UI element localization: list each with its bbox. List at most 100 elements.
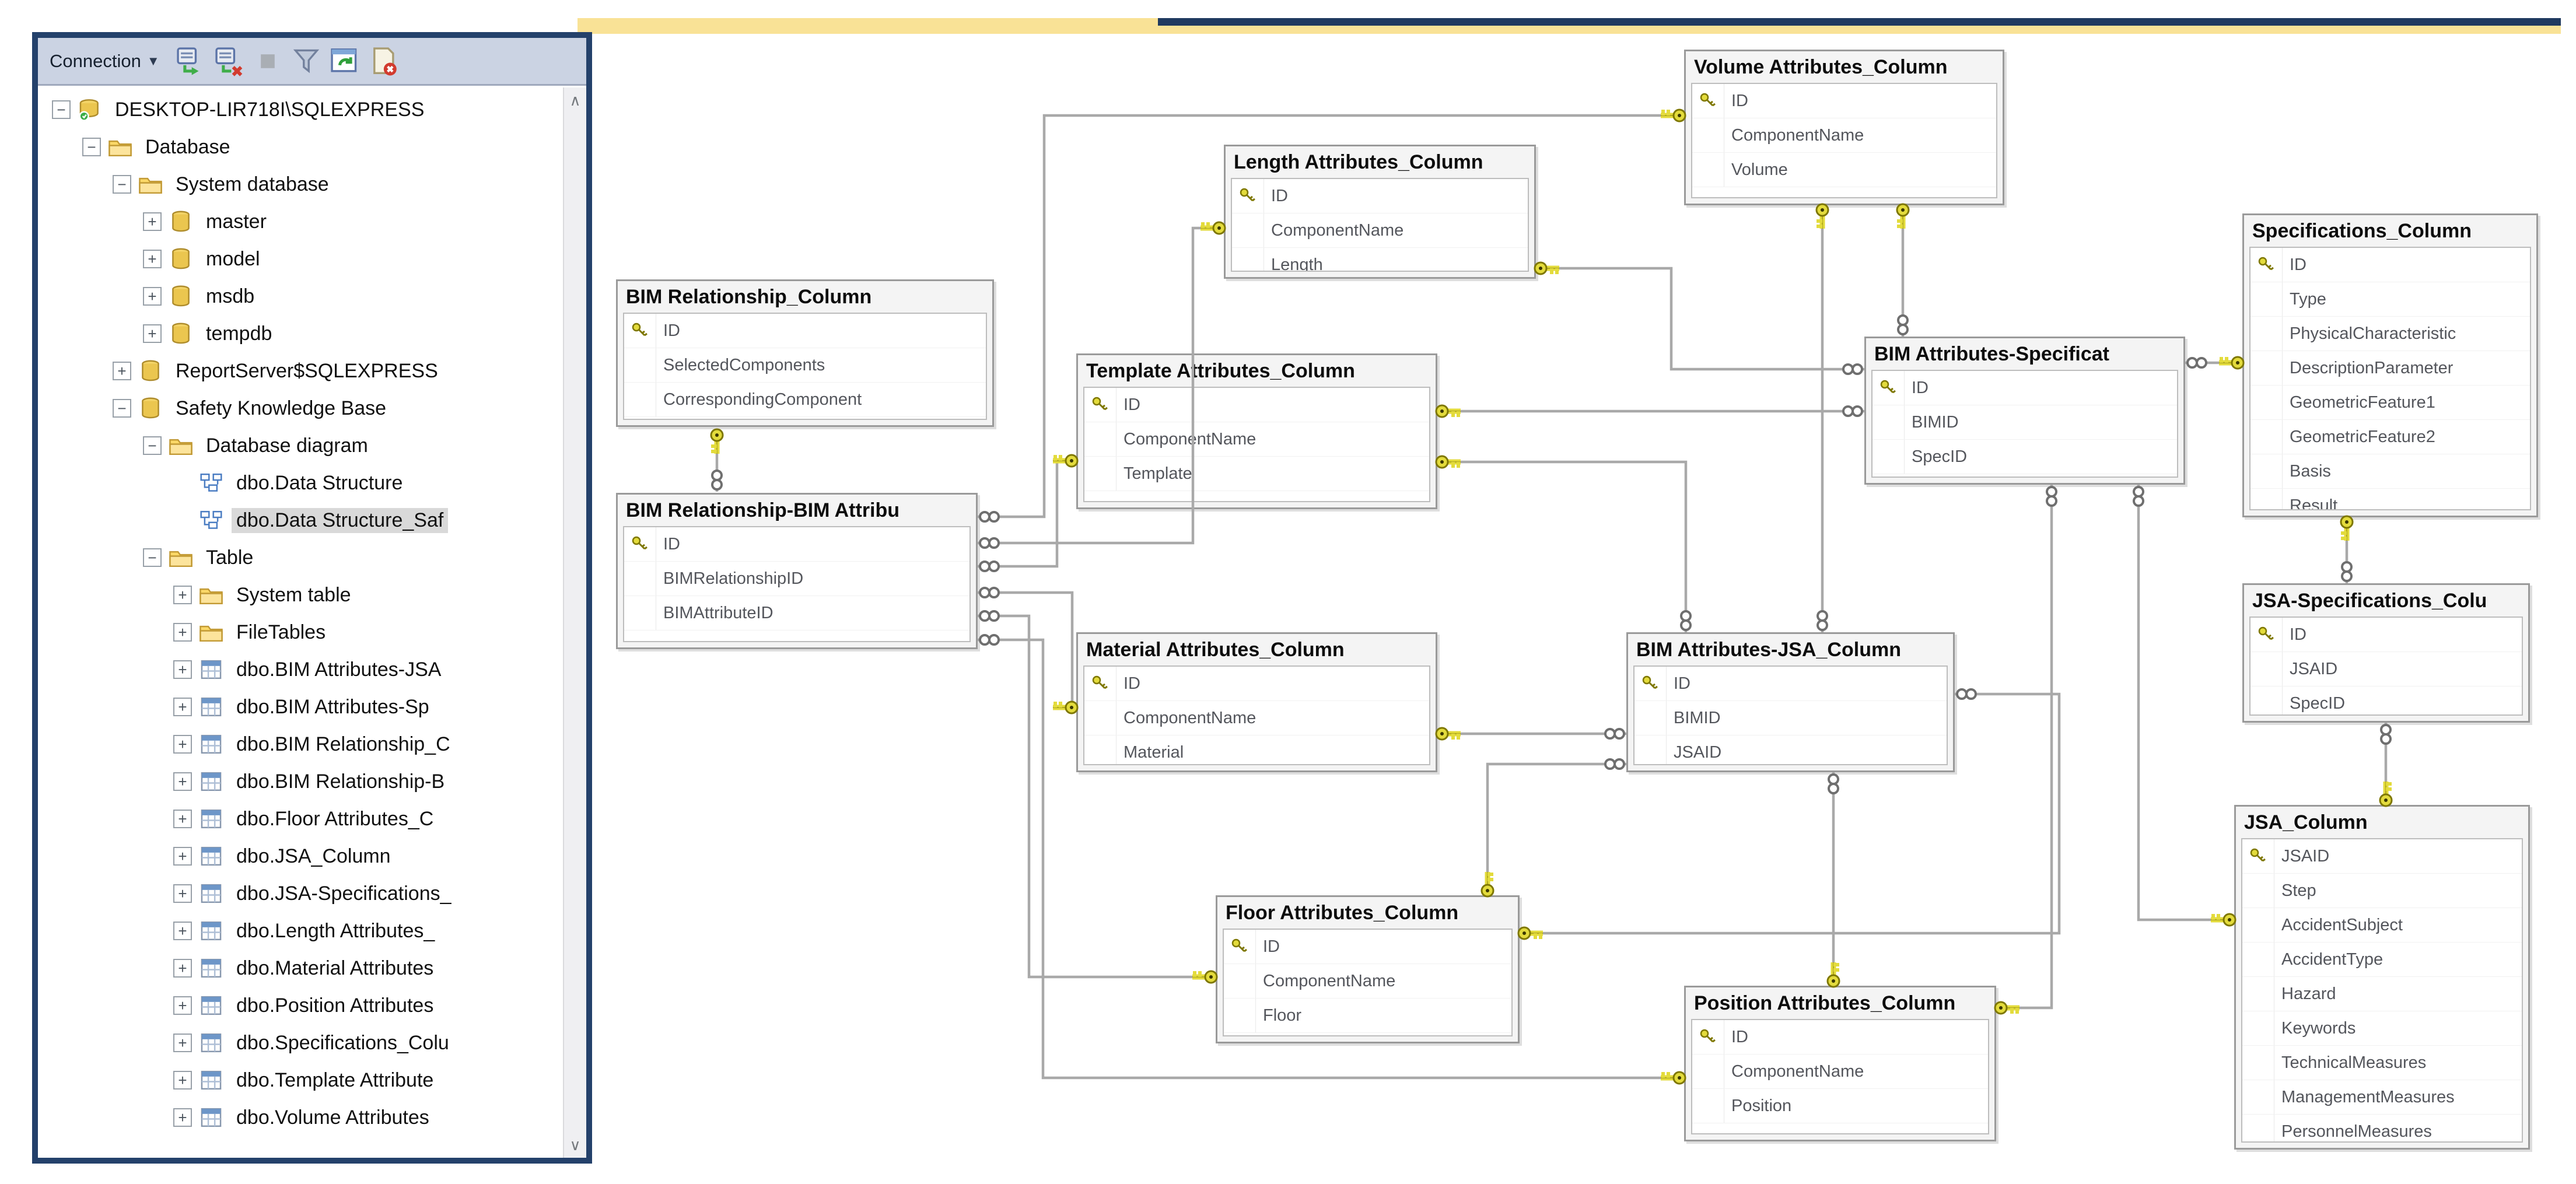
collapse-icon[interactable]: − [82, 138, 101, 156]
primary-key-icon [2250, 248, 2283, 282]
expand-icon[interactable]: + [173, 1071, 192, 1090]
collapse-icon[interactable]: − [143, 436, 162, 455]
tree-item-dbo-data-structure[interactable]: dbo.Data Structure [38, 464, 564, 502]
tree-item-master[interactable]: +master [38, 203, 564, 240]
tree-item-dbo-material-attributes[interactable]: +dbo.Material Attributes [38, 950, 564, 987]
table-field-row: Volume [1692, 153, 1996, 187]
tree-item-dbo-bim-attributes-sp[interactable]: +dbo.BIM Attributes-Sp [38, 688, 564, 726]
collapse-icon[interactable]: − [113, 399, 131, 418]
expand-icon[interactable]: + [173, 1034, 192, 1052]
table-field-row: CorrespondingComponent [624, 383, 986, 417]
tree-item-dbo-bim-relationship-b[interactable]: +dbo.BIM Relationship-B [38, 763, 564, 800]
tree-item-dbo-data-structure-saf[interactable]: dbo.Data Structure_Saf [38, 502, 564, 539]
expand-icon[interactable]: + [173, 660, 192, 679]
table-field-row: SpecID [2250, 686, 2522, 714]
tree-item-dbo-floor-attributes-c[interactable]: + dbo.Floor Attributes_C [38, 800, 564, 838]
tree-item-reportserver-sqlexpress[interactable]: + ReportServer$SQLEXPRESS [38, 352, 564, 390]
tree-item-dbo-bim-attributes-jsa[interactable]: +dbo.BIM Attributes-JSA [38, 651, 564, 688]
tree-item-database-diagram[interactable]: −Database diagram [38, 427, 564, 464]
expand-icon[interactable]: + [173, 884, 192, 903]
tree-item-label: ReportServer$SQLEXPRESS [176, 359, 438, 382]
table-field-row: ComponentName [1084, 701, 1429, 735]
expand-icon[interactable]: + [113, 362, 131, 380]
refresh-icon[interactable] [328, 44, 362, 78]
table-title: Volume Attributes_Column [1694, 56, 1948, 78]
tree-item-filetables[interactable]: +FileTables [38, 614, 564, 651]
expand-icon[interactable]: + [173, 810, 192, 828]
script-icon[interactable] [366, 44, 400, 78]
expand-icon[interactable]: + [143, 212, 162, 231]
expand-icon[interactable]: + [173, 922, 192, 940]
tree-item-table[interactable]: −Table [38, 539, 564, 576]
expand-icon[interactable]: + [173, 735, 192, 754]
expand-icon[interactable]: + [173, 1108, 192, 1127]
expand-icon[interactable]: + [173, 772, 192, 791]
tree-item-dbo-length-attributes-[interactable]: +dbo.Length Attributes_ [38, 912, 564, 950]
tree-item-dbo-position-attributes[interactable]: +dbo.Position Attributes [38, 987, 564, 1024]
expand-icon[interactable]: + [173, 586, 192, 604]
tree-item-tempdb[interactable]: + tempdb [38, 315, 564, 352]
tree-item-system-database[interactable]: −System database [38, 166, 564, 203]
disconnect-icon[interactable] [212, 44, 246, 78]
db-icon [138, 397, 164, 420]
connect-icon[interactable] [174, 44, 208, 78]
tree-item-dbo-template-attribute[interactable]: +dbo.Template Attribute [38, 1062, 564, 1099]
field-gutter [1084, 422, 1116, 456]
table-field-row: Length [1232, 248, 1528, 271]
tree-item-safety-knowledge-base[interactable]: −Safety Knowledge Base [38, 390, 564, 427]
collapse-icon[interactable]: − [143, 548, 162, 567]
scroll-up-arrow[interactable]: ∧ [569, 91, 581, 109]
connection-dropdown[interactable]: Connection ▼ [44, 47, 166, 75]
tree-item-label: System table [236, 583, 351, 606]
stop-icon[interactable] [251, 44, 285, 78]
tree-item-dbo-jsa-specifications-[interactable]: +dbo.JSA-Specifications_ [38, 875, 564, 912]
tree-item-system-table[interactable]: + System table [38, 576, 564, 614]
collapse-icon[interactable]: − [113, 175, 131, 194]
tree-item-msdb[interactable]: +msdb [38, 278, 564, 315]
expand-icon[interactable]: + [143, 324, 162, 343]
expand-icon[interactable]: + [173, 623, 192, 642]
expand-icon[interactable]: + [173, 847, 192, 866]
scroll-down-arrow[interactable]: ∨ [569, 1136, 581, 1154]
table-field-row: GeometricFeature2 [2250, 420, 2530, 454]
expand-icon[interactable]: + [143, 250, 162, 268]
highlight-strip-yellow-right [1158, 26, 2561, 34]
filter-icon[interactable] [289, 44, 323, 78]
field-gutter [1232, 248, 1264, 271]
table-field-row: ComponentName [1232, 213, 1528, 248]
tree-item-database[interactable]: −Database [38, 128, 564, 166]
expand-icon[interactable]: + [173, 996, 192, 1015]
tree-item-dbo-specifications-colu[interactable]: +dbo.Specifications_Colu [38, 1024, 564, 1062]
expand-icon[interactable]: + [173, 698, 192, 716]
tree-item-model[interactable]: +model [38, 240, 564, 278]
tree-item-label: dbo.Floor Attributes_C [236, 807, 434, 830]
field-name: PhysicalCharacteristic [2290, 324, 2456, 343]
tree-item-desktop-lir718i-sqlexpress[interactable]: −DESKTOP-LIR718I\SQLEXPRESS [38, 91, 564, 128]
table-field-row: ID [624, 314, 986, 348]
expand-icon[interactable]: + [143, 287, 162, 306]
field-name: ID [1124, 395, 1140, 414]
tree-scrollbar[interactable]: ∧ ∨ [563, 87, 586, 1158]
tree-item-label: tempdb [206, 322, 272, 345]
collapse-icon[interactable]: − [52, 100, 71, 119]
tree-item-dbo-jsa-column[interactable]: +dbo.JSA_Column [38, 838, 564, 875]
tree-item-dbo-volume-attributes[interactable]: +dbo.Volume Attributes [38, 1099, 564, 1136]
field-gutter [2242, 977, 2274, 1011]
tree-item-dbo-bim-relationship-c[interactable]: +dbo.BIM Relationship_C [38, 726, 564, 763]
field-gutter [624, 562, 656, 595]
expand-icon[interactable]: + [173, 959, 192, 978]
